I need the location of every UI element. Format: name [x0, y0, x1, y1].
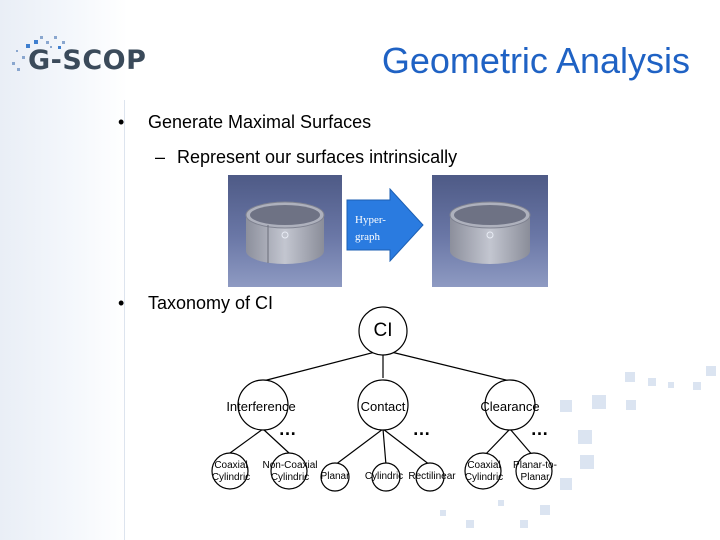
tree-leaf-circle [270, 452, 308, 490]
tree-ellipsis: … [412, 419, 432, 439]
tree-leaf-circle [415, 462, 445, 492]
cylinder-shell-icon [245, 201, 325, 264]
bullet-text: Generate Maximal Surfaces [148, 112, 372, 132]
tree-leaf-circle [464, 452, 502, 490]
tree-root-label: CI [373, 320, 393, 341]
tree-leaf-coaxial-cylindric-clearance: Coaxial Cylindric [464, 460, 504, 483]
tree-leaf-circle [515, 452, 553, 490]
bullet-generate-surfaces: • Generate Maximal Surfaces [118, 112, 371, 133]
tree-node-circle [237, 379, 289, 431]
tree-node-clearance: Clearance [480, 399, 540, 414]
tree-node-circle [484, 379, 536, 431]
bullet-taxonomy: • Taxonomy of CI [118, 293, 273, 314]
subbullet-represent: –Represent our surfaces intrinsically [155, 147, 457, 168]
sidebar-divider [124, 100, 125, 540]
tree-ellipsis: … [530, 419, 550, 439]
tree-leaf-rectilinear: Rectilinear [408, 471, 456, 482]
hypergraph-label: Hyper-graph [355, 214, 386, 243]
tree-leaf-coaxial-cylindric: Coaxial Cylindric [211, 460, 251, 483]
tree-leaf-planar-to-planar: Planar-to-Planar [513, 460, 557, 483]
tree-node-interference: Interference [226, 399, 296, 414]
gscop-logo-icon [12, 36, 65, 71]
subbullet-mark: – [155, 147, 166, 167]
tree-node-circle [357, 379, 409, 431]
logo-text: G-SCOP [28, 45, 147, 76]
cad-render-after [432, 175, 548, 287]
cad-render-before [228, 175, 342, 287]
bullet-text: Taxonomy of CI [148, 293, 274, 313]
tree-edges [211, 306, 553, 492]
tree-node-circle [358, 306, 408, 356]
tree-leaf-circle [371, 462, 401, 492]
left-sidebar-band [0, 0, 128, 540]
tree-ellipsis: … [278, 419, 298, 439]
tree-node-contact: Contact [360, 399, 406, 414]
tree-leaf-circle [211, 452, 249, 490]
hypergraph-arrow-icon [346, 188, 424, 262]
ci-taxonomy-tree: CI Interference Contact Clearance … … … … [200, 295, 600, 495]
tree-leaf-planar: Planar [320, 471, 350, 482]
tree-leaf-circle [320, 462, 350, 492]
bullet-mark: • [118, 293, 125, 313]
subbullet-text: Represent our surfaces intrinsically [177, 147, 458, 167]
bullet-mark: • [118, 112, 125, 132]
cylinder-shell-merged-icon [449, 201, 531, 264]
tree-leaf-cylindric: Cylindric [364, 471, 404, 482]
tree-leaf-noncoaxial-cylindric: Non-Coaxial Cylindric [262, 460, 318, 483]
slide-title: Geometric Analysis [381, 40, 690, 81]
